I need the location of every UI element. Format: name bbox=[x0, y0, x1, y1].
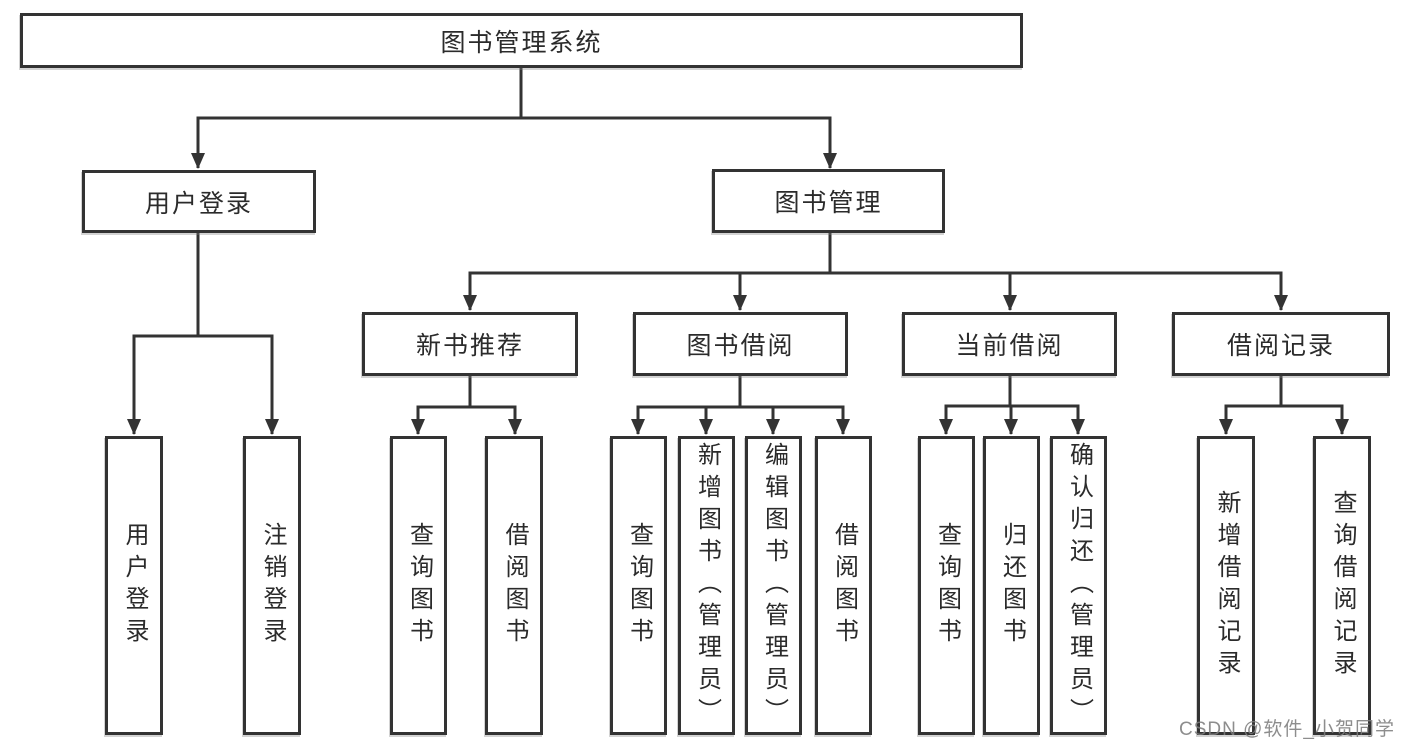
edge-login-leaf1 bbox=[127, 233, 200, 435]
node-leaf-add-book-admin: 新增图书（管理员） bbox=[678, 436, 735, 735]
edge-login-leaf2 bbox=[196, 233, 279, 435]
edge-recommend-leaf1 bbox=[411, 376, 472, 435]
node-borrowing-records: 借阅记录 bbox=[1172, 312, 1390, 376]
node-leaf-query-books-borrowing-label: 查询图书 bbox=[625, 521, 653, 650]
edge-borrowing-leaf2 bbox=[699, 376, 742, 435]
node-leaf-confirm-return-admin: 确认归还（管理员） bbox=[1050, 436, 1107, 735]
edge-records-leaf2 bbox=[1279, 376, 1349, 435]
node-leaf-logout: 注销登录 bbox=[243, 436, 301, 735]
node-leaf-query-books-borrowing: 查询图书 bbox=[610, 436, 667, 735]
node-current-borrowing-label: 当前借阅 bbox=[955, 332, 1064, 360]
edge-mgmt-borrowing bbox=[733, 233, 832, 311]
connector-group bbox=[127, 68, 1349, 435]
edge-borrowing-leaf1 bbox=[631, 376, 742, 435]
node-borrowing-records-label: 借阅记录 bbox=[1226, 332, 1335, 360]
node-new-book-recommend: 新书推荐 bbox=[362, 312, 578, 376]
node-leaf-logout-label: 注销登录 bbox=[259, 521, 286, 650]
node-leaf-query-borrow-record-label: 查询借阅记录 bbox=[1329, 489, 1356, 682]
edge-records-leaf1 bbox=[1219, 376, 1283, 435]
node-leaf-query-books-recommend: 查询图书 bbox=[390, 436, 447, 735]
node-root: 图书管理系统 bbox=[20, 13, 1023, 68]
node-leaf-user-login-label: 用户登录 bbox=[121, 521, 148, 650]
node-leaf-confirm-return-admin-label: 确认归还（管理员） bbox=[1065, 441, 1093, 730]
edge-root-user-login bbox=[191, 68, 523, 169]
node-user-login: 用户登录 bbox=[82, 170, 316, 233]
node-leaf-edit-book-admin: 编辑图书（管理员） bbox=[745, 436, 802, 735]
csdn-watermark: CSDN @软件_小贺同学 bbox=[1179, 719, 1395, 740]
node-root-label: 图书管理系统 bbox=[440, 28, 603, 57]
node-book-management: 图书管理 bbox=[712, 169, 945, 233]
node-leaf-borrow-books-borrowing: 借阅图书 bbox=[815, 436, 872, 735]
node-leaf-add-book-admin-label: 新增图书（管理员） bbox=[693, 441, 721, 730]
node-book-borrowing-label: 图书借阅 bbox=[686, 332, 795, 360]
node-leaf-edit-book-admin-label: 编辑图书（管理员） bbox=[760, 441, 788, 730]
node-leaf-borrow-books-borrowing-label: 借阅图书 bbox=[830, 521, 858, 650]
edge-mgmt-records bbox=[828, 233, 1288, 311]
node-leaf-add-borrow-record-label: 新增借阅记录 bbox=[1213, 489, 1240, 682]
node-new-book-recommend-label: 新书推荐 bbox=[415, 332, 524, 360]
node-user-login-label: 用户登录 bbox=[144, 189, 253, 218]
node-current-borrowing: 当前借阅 bbox=[902, 312, 1117, 376]
node-leaf-query-books-current-label: 查询图书 bbox=[933, 521, 961, 650]
node-leaf-query-books-current: 查询图书 bbox=[918, 436, 975, 735]
edge-borrowing-leaf4 bbox=[738, 376, 850, 435]
node-leaf-add-borrow-record: 新增借阅记录 bbox=[1197, 436, 1255, 735]
node-leaf-return-book-label: 归还图书 bbox=[998, 521, 1026, 650]
node-leaf-borrow-books-recommend-label: 借阅图书 bbox=[501, 521, 528, 650]
node-leaf-query-books-recommend-label: 查询图书 bbox=[405, 521, 433, 650]
edge-current-leaf3 bbox=[1008, 376, 1085, 435]
edge-recommend-leaf2 bbox=[468, 376, 522, 435]
edge-current-leaf1 bbox=[939, 376, 1012, 435]
node-leaf-query-borrow-record: 查询借阅记录 bbox=[1313, 436, 1371, 735]
edge-borrowing-leaf3 bbox=[738, 376, 780, 435]
node-leaf-return-book: 归还图书 bbox=[983, 436, 1040, 735]
node-leaf-borrow-books-recommend: 借阅图书 bbox=[485, 436, 543, 735]
node-book-borrowing: 图书借阅 bbox=[633, 312, 848, 376]
edge-root-book-management bbox=[519, 68, 837, 169]
node-leaf-user-login: 用户登录 bbox=[105, 436, 163, 735]
node-book-management-label: 图书管理 bbox=[774, 189, 883, 217]
